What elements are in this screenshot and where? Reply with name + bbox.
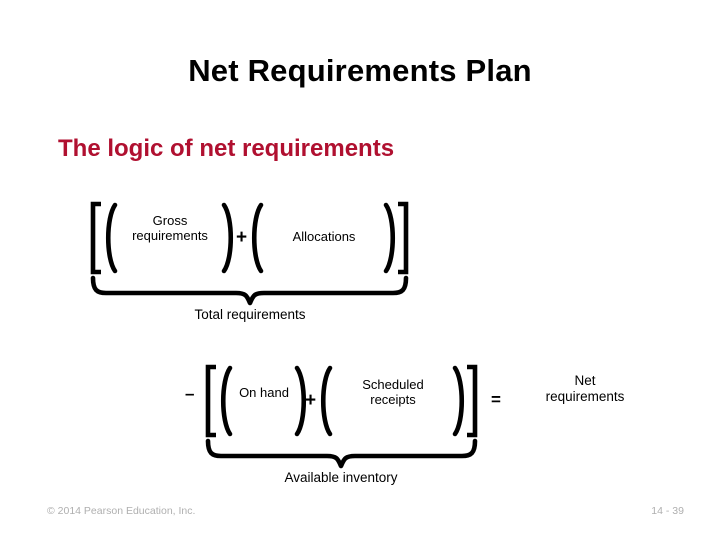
equation-brackets-svg [90, 201, 478, 469]
row1-term2-close-paren [383, 202, 395, 274]
row2-term2-close-paren [452, 365, 464, 437]
row2-outer-open-bracket [205, 364, 216, 438]
term-on-hand: On hand [239, 385, 289, 400]
row1-term1-open-paren [106, 202, 118, 274]
row2-term1-close-paren [294, 365, 306, 437]
row1-underbrace [90, 275, 409, 306]
label-net-requirements: Net requirements [545, 373, 625, 404]
label-total-requirements: Total requirements [194, 307, 306, 322]
row2-equals-operator: = [491, 390, 501, 409]
row1-term1-close-paren [221, 202, 233, 274]
term-gross-requirements: Gross requirements [132, 213, 208, 243]
row1-term2-open-paren [252, 202, 264, 274]
row2-underbrace [205, 438, 478, 469]
label-available-inventory: Available inventory [284, 470, 398, 485]
row2-term1-open-paren [221, 365, 233, 437]
page-title: Net Requirements Plan [188, 53, 532, 88]
row2-plus-operator: + [305, 390, 317, 411]
footer-copyright: © 2014 Pearson Education, Inc. [47, 505, 196, 517]
slide-subtitle: The logic of net requirements [58, 135, 395, 162]
net-requirements-diagram: Gross requirements + Allocations Total r… [0, 190, 720, 490]
term-scheduled-receipts: Scheduled receipts [362, 377, 424, 407]
footer-page-number: 14 - 39 [651, 505, 684, 517]
row2-minus-operator: – [185, 384, 195, 403]
row2-outer-close-bracket [467, 364, 478, 438]
row1-plus-operator: + [236, 227, 248, 248]
term-allocations: Allocations [292, 229, 356, 244]
row2-term2-open-paren [321, 365, 333, 437]
row1-outer-open-bracket [90, 201, 101, 275]
row1-outer-close-bracket [398, 201, 409, 275]
